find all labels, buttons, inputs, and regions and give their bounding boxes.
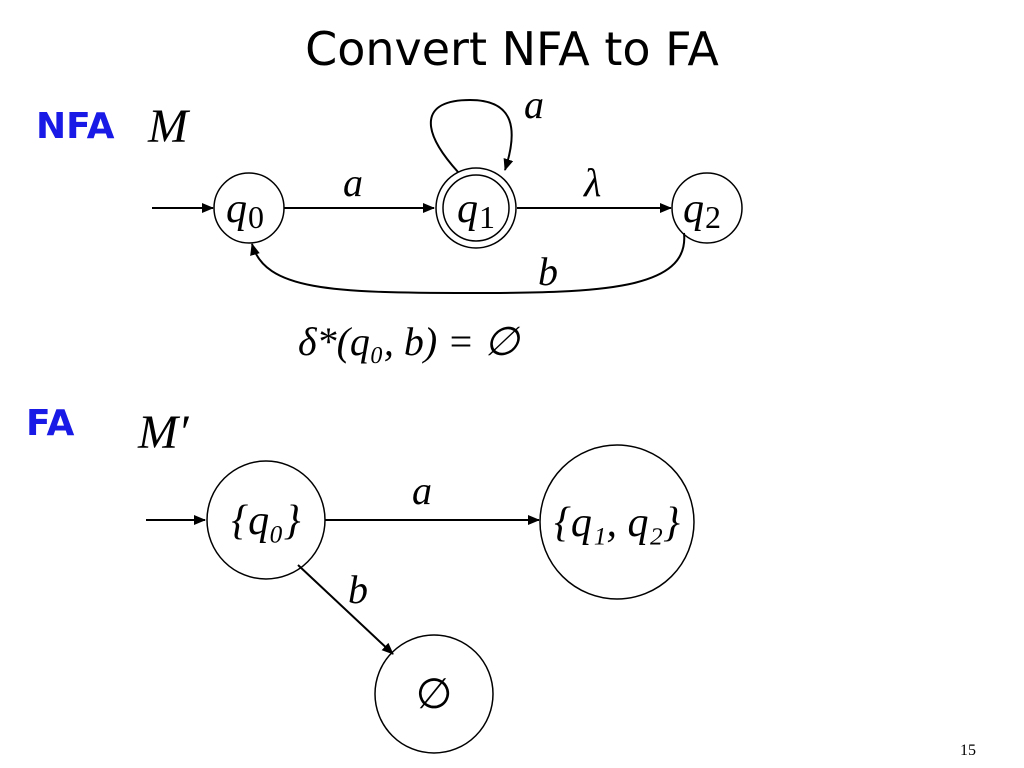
nfa-state-q1: q1 [435, 167, 517, 249]
nfa-state-q0-label: q0 [226, 186, 264, 235]
nfa-machine-name: M [147, 100, 191, 153]
fa-state-q1q2-label: {q₁, q₂} [554, 500, 680, 546]
nfa-edge-q1-q2-label: λ [583, 160, 601, 205]
nfa-state-q0: q0 [213, 172, 285, 244]
fa-tag: FA [26, 403, 75, 444]
nfa-edge-q0-q1-label: a [343, 160, 363, 205]
nfa-state-q1-label: q1 [457, 186, 495, 235]
fa-edge-b [297, 564, 394, 655]
fa-state-q1q2: {q₁, q₂} [539, 444, 695, 600]
fa-state-q0: {q₀} [206, 460, 326, 580]
nfa-state-q2-label: q2 [683, 186, 721, 235]
fa-state-empty-label: ∅ [416, 672, 453, 718]
nfa-equation: δ*(q₀, b) = ∅ [298, 319, 521, 364]
nfa-edge-q2-q0 [250, 232, 686, 295]
nfa-state-q2: q2 [671, 172, 743, 244]
nfa-tag: NFA [36, 106, 115, 147]
accepting-ring [442, 174, 510, 242]
slide-number: 15 [960, 742, 976, 759]
nfa-edge-q2-q0-label: b [538, 249, 558, 294]
nfa-loop-q1 [430, 98, 514, 173]
fa-edge-a-label: a [412, 468, 432, 513]
fa-state-q0-label: {q₀} [231, 498, 300, 544]
nfa-loop-q1-label: a [524, 82, 544, 127]
slide-title: Convert NFA to FA [305, 22, 719, 76]
fa-state-empty: ∅ [374, 634, 494, 754]
fa-edge-b-label: b [348, 567, 368, 612]
fa-machine-name: M′ [137, 406, 190, 459]
